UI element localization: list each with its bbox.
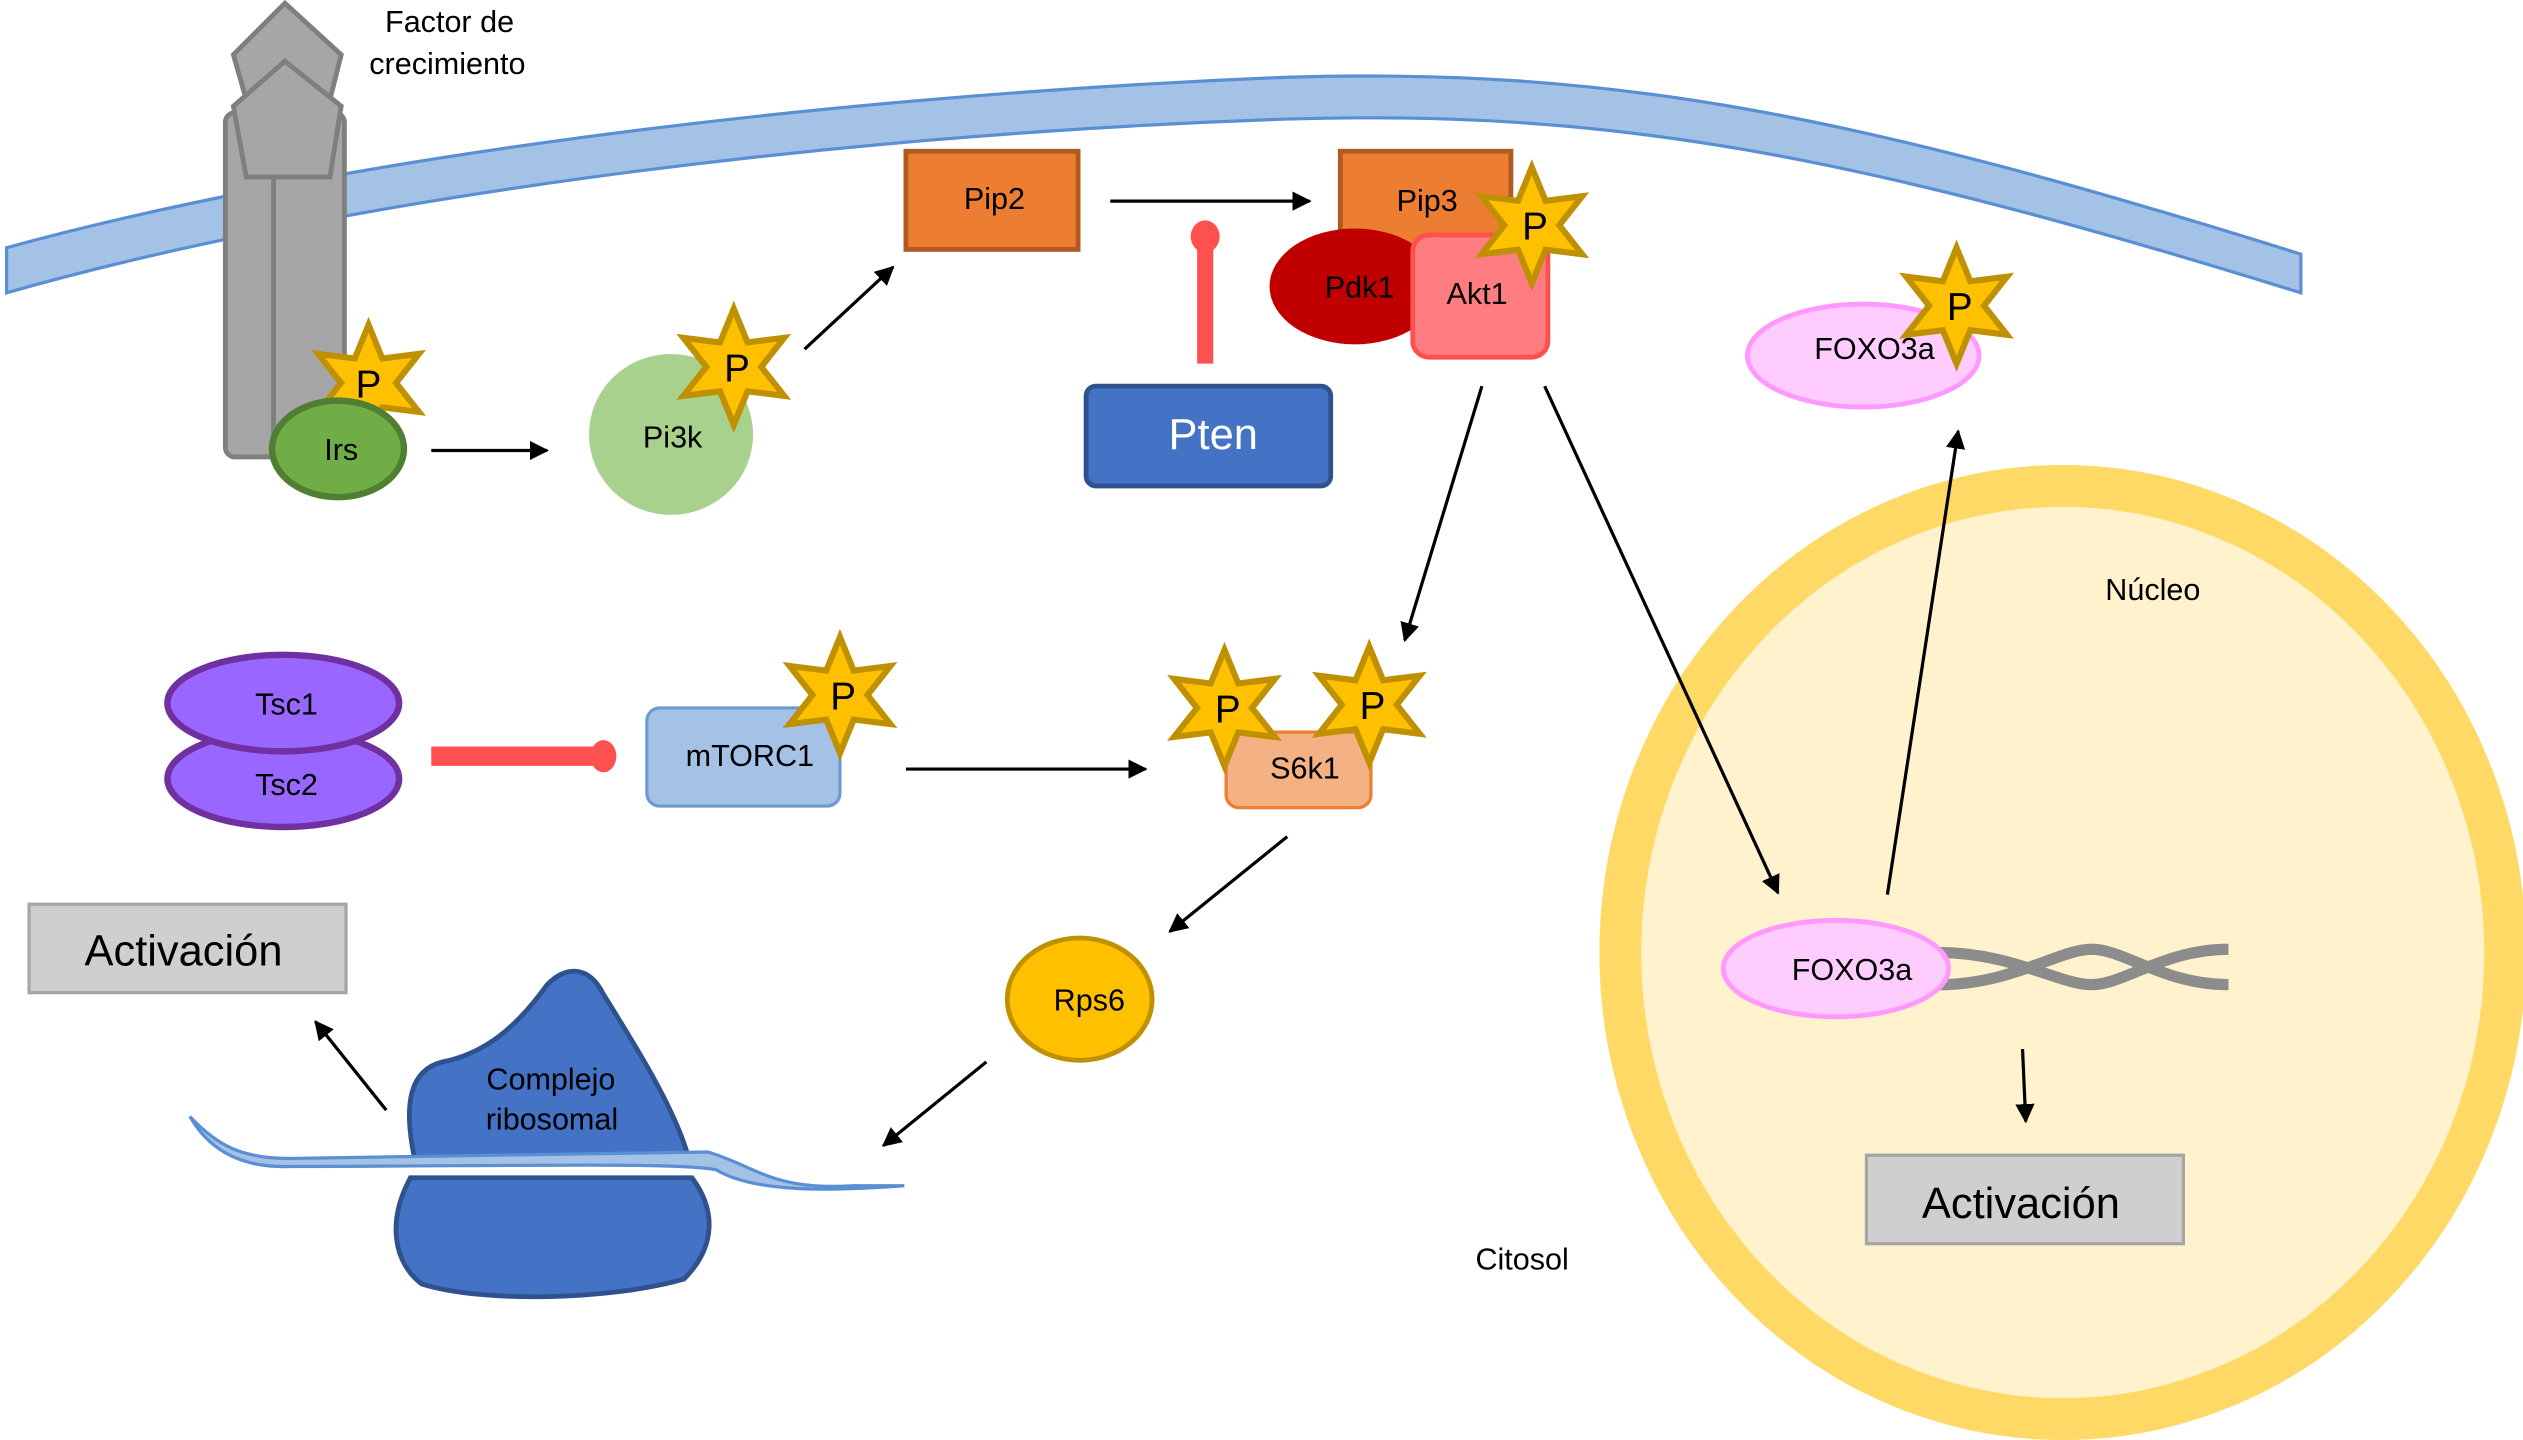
rps6-node: Rps6: [1004, 935, 1155, 1063]
activation-label: Activación: [85, 927, 283, 975]
foxo3a-cytosol-label: FOXO3a: [1814, 332, 1935, 366]
dna-helix: [1938, 943, 2229, 991]
irs-label: Irs: [324, 433, 358, 467]
growth-factor-label: Factor de crecimiento: [369, 5, 525, 81]
svg-text:Complejo ribosomal: Complejo ribosomal: [486, 1062, 624, 1136]
foxo3a-cytosol-node: FOXO3a P: [1744, 248, 2007, 410]
rps6-label: Rps6: [1054, 983, 1125, 1017]
tsc1-label: Tsc1: [255, 687, 318, 721]
pten-node: Pten: [1083, 383, 1334, 489]
arrow-foxo3a-export: [1885, 429, 1966, 895]
arrow-pi3k-pip2: [803, 265, 895, 351]
cell-membrane: [4, 74, 2303, 296]
growth-factor-receptor: [222, 0, 347, 460]
nucleus-label: Núcleo: [2105, 573, 2200, 607]
phospho-label: P: [356, 363, 382, 406]
activation-label: Activación: [1922, 1180, 2120, 1228]
phospho-label: P: [1215, 688, 1241, 731]
arrow-rps6-ribosome: [881, 1060, 988, 1147]
activation-box-cytosol: Activación: [27, 902, 348, 995]
arrow-dna-activation: [2015, 1048, 2035, 1124]
phospho-label: P: [1522, 206, 1548, 249]
ribosome-label-line1: Complejo: [486, 1062, 615, 1096]
foxo3a-nucleus-label: FOXO3a: [1792, 953, 1913, 987]
arrow-akt1-s6k1: [1400, 385, 1484, 643]
phospho-label: P: [724, 347, 750, 390]
pip3-label: Pip3: [1397, 184, 1458, 218]
phospho-label: P: [1947, 286, 1973, 329]
ribosome-label-line2: ribosomal: [486, 1102, 618, 1136]
pten-label: Pten: [1169, 411, 1258, 459]
pten-inhibition: [1190, 220, 1220, 364]
phospho-label: P: [830, 676, 856, 719]
akt1-node: Akt1 P: [1410, 167, 1583, 360]
phospho-label: P: [1360, 685, 1386, 728]
pi3k-node: P Pi3k: [588, 309, 784, 515]
pdk1-node: Pdk1: [1269, 228, 1441, 345]
mtorc1-label: mTORC1: [686, 739, 814, 773]
pip2-label: Pip2: [964, 182, 1025, 216]
cytosol-label: Citosol: [1475, 1242, 1568, 1276]
pi3k-label: Pi3k: [643, 420, 703, 454]
foxo3a-nucleus-node: FOXO3a: [1720, 917, 1951, 1020]
tsc-inhibition: [431, 740, 617, 773]
pdk1-label: Pdk1: [1325, 271, 1395, 305]
akt1-label: Akt1: [1447, 277, 1508, 311]
mtorc1-node: mTORC1 P: [645, 637, 891, 808]
s6k1-label: S6k1: [1270, 752, 1340, 786]
irs-node: P Irs: [268, 325, 419, 501]
tsc-complex: Tsc1 Tsc2: [164, 651, 403, 831]
arrow-akt1-foxo3a-nucleus: [1543, 385, 1780, 895]
s6k1-node: S6k1 P P: [1174, 647, 1420, 810]
activation-box-nucleus: Activación: [1864, 1153, 2186, 1246]
arrow-s6k1-rps6: [1168, 835, 1289, 933]
mrna-strand: [188, 1115, 905, 1191]
tsc2-label: Tsc2: [255, 768, 318, 802]
ribosome-complex: Complejo ribosomal: [188, 968, 905, 1300]
pip2-node: Pip2: [903, 148, 1081, 252]
arrow-ribosome-activation: [314, 1020, 388, 1112]
